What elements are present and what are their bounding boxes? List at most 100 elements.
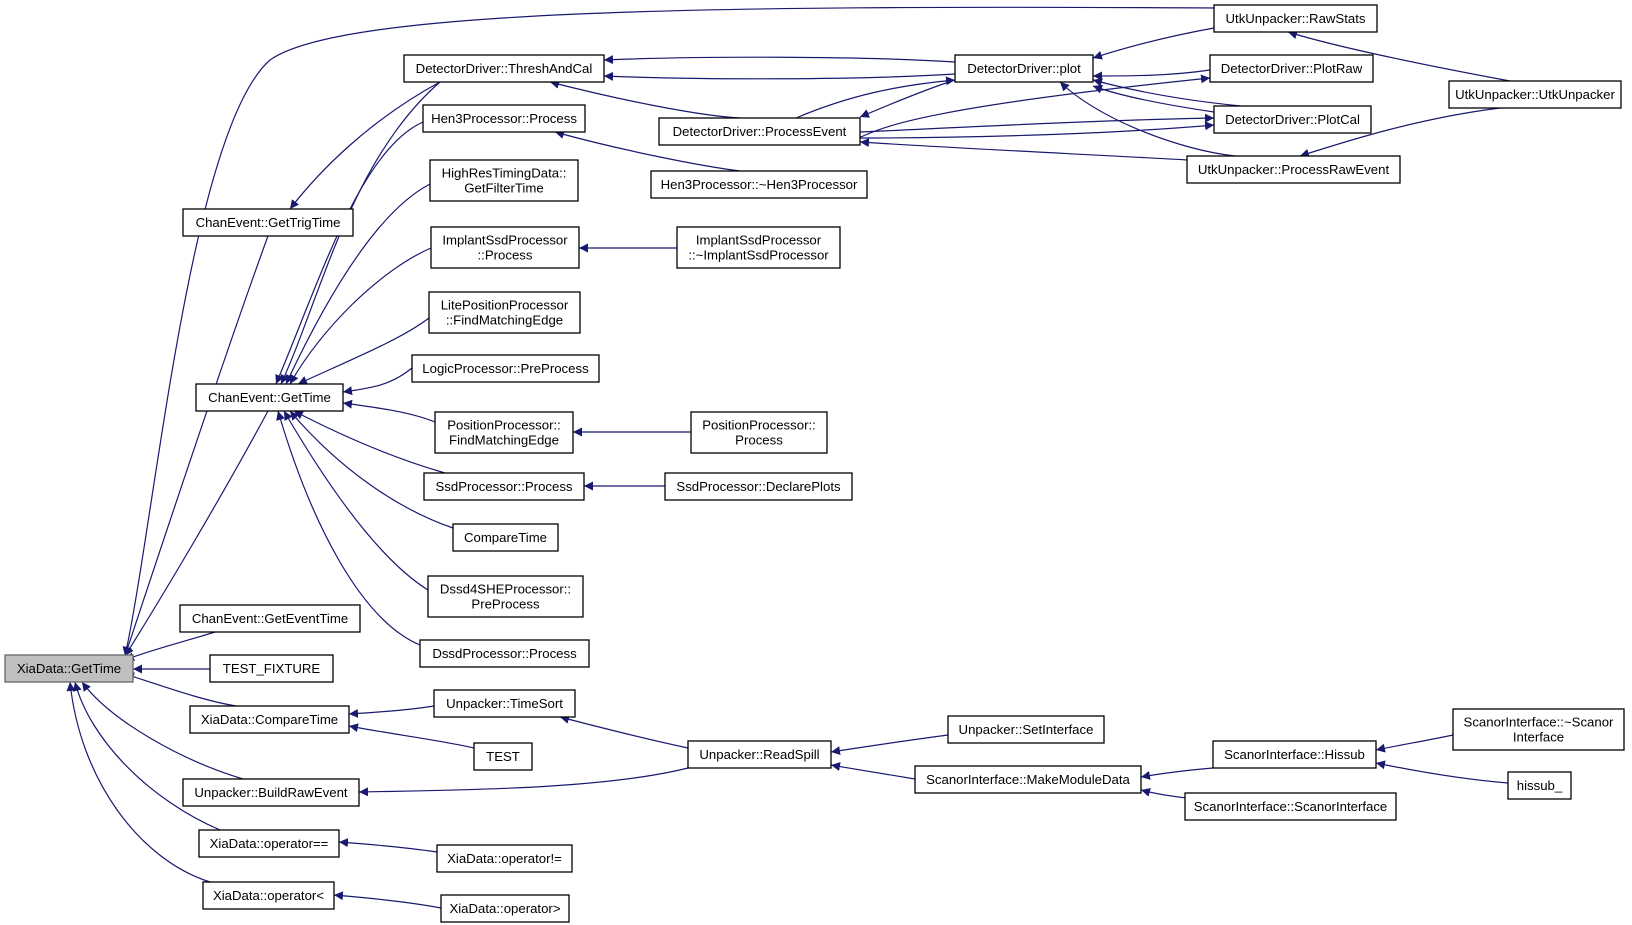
- node-box[interactable]: [428, 291, 581, 334]
- node-implant-process[interactable]: ImplantSsdProcessor::Process: [430, 226, 580, 269]
- edge-chan-to-lite: [297, 317, 430, 385]
- node-box[interactable]: [658, 117, 861, 146]
- node-box[interactable]: [687, 740, 832, 769]
- node-label: SsdProcessor::Process: [435, 479, 572, 494]
- edge-xiacompare-to-xia: [124, 672, 237, 707]
- node-hissub-[interactable]: hissub_: [1507, 771, 1572, 800]
- node-box[interactable]: [434, 411, 574, 454]
- node-hen3-process[interactable]: Hen3Processor::Process: [422, 104, 586, 133]
- node-makemoduledata[interactable]: ScanorInterface::MakeModuleData: [914, 765, 1142, 794]
- node-box[interactable]: [422, 104, 586, 133]
- node-label: XiaData::operator==: [210, 836, 329, 851]
- node-chan-gettime[interactable]: ChanEvent::GetTime: [195, 383, 344, 412]
- node-box[interactable]: [1452, 708, 1625, 751]
- node-label: TEST: [486, 749, 520, 764]
- edge-test-to-xiacompare: [348, 723, 475, 749]
- node-logic-pre[interactable]: LogicProcessor::PreProcess: [411, 354, 600, 383]
- node-dssd4she[interactable]: Dssd4SHEProcessor::PreProcess: [427, 575, 584, 618]
- node-hen3-dtor[interactable]: Hen3Processor::~Hen3Processor: [650, 170, 868, 199]
- node-box[interactable]: [429, 159, 579, 202]
- node-ssd-process[interactable]: SsdProcessor::Process: [423, 472, 585, 501]
- node-plotcal[interactable]: DetectorDriver::PlotCal: [1213, 105, 1372, 134]
- node-box[interactable]: [189, 705, 350, 734]
- node-box[interactable]: [1213, 4, 1378, 33]
- node-op-eq[interactable]: XiaData::operator==: [198, 829, 340, 858]
- node-timesort[interactable]: Unpacker::TimeSort: [433, 689, 576, 718]
- node-box[interactable]: [452, 523, 559, 552]
- node-label: DssdProcessor::Process: [432, 646, 577, 661]
- node-plot[interactable]: DetectorDriver::plot: [954, 54, 1094, 83]
- node-implant-dtor[interactable]: ImplantSsdProcessor::~ImplantSsdProcesso…: [676, 226, 841, 269]
- node-box[interactable]: [1209, 54, 1374, 83]
- node-rawstats[interactable]: UtkUnpacker::RawStats: [1213, 4, 1378, 33]
- node-buildrawevent[interactable]: Unpacker::BuildRawEvent: [182, 778, 360, 807]
- node-box[interactable]: [664, 472, 853, 501]
- edge-chan-to-hen3: [275, 121, 424, 385]
- node-scanor-dtor[interactable]: ScanorInterface::~ScanorInterface: [1452, 708, 1625, 751]
- node-box[interactable]: [1186, 155, 1401, 184]
- node-box[interactable]: [430, 226, 580, 269]
- edge-hen3dtor-to-hen3process: [554, 130, 741, 172]
- node-box[interactable]: [411, 354, 600, 383]
- node-box[interactable]: [195, 383, 344, 412]
- node-xia-comparetime[interactable]: XiaData::CompareTime: [189, 705, 350, 734]
- node-box[interactable]: [433, 689, 576, 718]
- node-op-neq[interactable]: XiaData::operator!=: [436, 844, 573, 873]
- node-op-lt[interactable]: XiaData::operator<: [202, 881, 335, 910]
- node-setinterface[interactable]: Unpacker::SetInterface: [947, 715, 1105, 744]
- edge-hissub_-to-hissub: [1375, 760, 1509, 784]
- node-box[interactable]: [473, 742, 533, 771]
- node-highres[interactable]: HighResTimingData::GetFilterTime: [429, 159, 579, 202]
- node-box[interactable]: [1213, 105, 1372, 134]
- node-box[interactable]: [1507, 771, 1572, 800]
- node-box[interactable]: [1184, 792, 1397, 821]
- node-op-gt[interactable]: XiaData::operator>: [440, 894, 570, 923]
- node-box[interactable]: [954, 54, 1094, 83]
- node-box[interactable]: [1212, 740, 1377, 769]
- node-threshandcal[interactable]: DetectorDriver::ThreshAndCal: [403, 54, 605, 83]
- node-box[interactable]: [690, 411, 828, 454]
- node-box[interactable]: [4, 654, 134, 683]
- node-box[interactable]: [182, 778, 360, 807]
- node-ssd-declare[interactable]: SsdProcessor::DeclarePlots: [664, 472, 853, 501]
- edge-opeq-to-xia: [72, 681, 221, 831]
- node-label: Unpacker::ReadSpill: [699, 747, 819, 762]
- node-box[interactable]: [423, 472, 585, 501]
- node-box[interactable]: [914, 765, 1142, 794]
- node-dssd-process[interactable]: DssdProcessor::Process: [419, 639, 590, 668]
- node-pos-fme[interactable]: PositionProcessor::FindMatchingEdge: [434, 411, 574, 454]
- node-xia-gettime[interactable]: XiaData::GetTime: [4, 654, 134, 683]
- node-test[interactable]: TEST: [473, 742, 533, 771]
- node-box[interactable]: [947, 715, 1105, 744]
- node-box[interactable]: [676, 226, 841, 269]
- node-comparetime[interactable]: CompareTime: [452, 523, 559, 552]
- node-box[interactable]: [198, 829, 340, 858]
- node-box[interactable]: [403, 54, 605, 83]
- node-label: DetectorDriver::plot: [967, 61, 1081, 76]
- node-box[interactable]: [209, 654, 334, 683]
- node-hissub[interactable]: ScanorInterface::Hissub: [1212, 740, 1377, 769]
- node-box[interactable]: [1448, 80, 1622, 109]
- node-lite-fme[interactable]: LitePositionProcessor::FindMatchingEdge: [428, 291, 581, 334]
- node-plotraw[interactable]: DetectorDriver::PlotRaw: [1209, 54, 1374, 83]
- node-processrawevent[interactable]: UtkUnpacker::ProcessRawEvent: [1186, 155, 1401, 184]
- node-box[interactable]: [182, 208, 354, 237]
- node-test-fixture[interactable]: TEST_FIXTURE: [209, 654, 334, 683]
- node-box[interactable]: [179, 604, 361, 633]
- node-gettrigtime[interactable]: ChanEvent::GetTrigTime: [182, 208, 354, 237]
- node-utkunpacker[interactable]: UtkUnpacker::UtkUnpacker: [1448, 80, 1622, 109]
- node-processevent[interactable]: DetectorDriver::ProcessEvent: [658, 117, 861, 146]
- node-scanor-ctor[interactable]: ScanorInterface::ScanorInterface: [1184, 792, 1397, 821]
- node-readspill[interactable]: Unpacker::ReadSpill: [687, 740, 832, 769]
- node-box[interactable]: [419, 639, 590, 668]
- node-box[interactable]: [436, 844, 573, 873]
- node-label: ImplantSsdProcessor: [696, 233, 822, 248]
- edge-rawstats-to-xia: [122, 6, 1215, 657]
- node-box[interactable]: [427, 575, 584, 618]
- node-box[interactable]: [440, 894, 570, 923]
- node-box[interactable]: [650, 170, 868, 199]
- node-pos-process[interactable]: PositionProcessor::Process: [690, 411, 828, 454]
- node-box[interactable]: [202, 881, 335, 910]
- node-geteventtime[interactable]: ChanEvent::GetEventTime: [179, 604, 361, 633]
- edge-processevent-to-plotraw: [857, 74, 1211, 139]
